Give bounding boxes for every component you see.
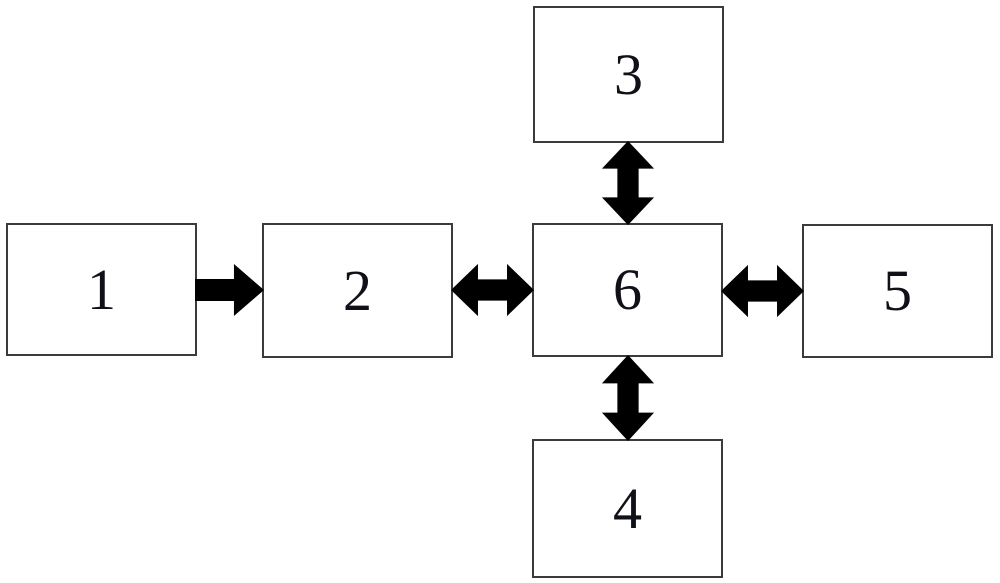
block-5-label: 5: [883, 258, 912, 323]
arrow-2-to-6-icon: [451, 262, 534, 318]
arrow-6-to-5-icon: [721, 263, 804, 319]
block-1-label: 1: [87, 256, 116, 322]
block-6-label: 6: [613, 257, 642, 322]
block-5[interactable]: 5: [802, 224, 993, 358]
arrow-1-to-2-icon: [195, 262, 264, 318]
block-6[interactable]: 6: [532, 223, 723, 357]
block-1[interactable]: 1: [6, 223, 197, 356]
block-4[interactable]: 4: [532, 439, 723, 578]
block-2[interactable]: 2: [262, 223, 453, 358]
block-4-label: 4: [613, 475, 642, 541]
arrow-6-to-4-icon: [600, 355, 656, 441]
block-3-label: 3: [614, 41, 643, 107]
block-3[interactable]: 3: [533, 6, 724, 143]
block-2-label: 2: [343, 257, 372, 323]
arrow-3-to-6-icon: [600, 141, 656, 225]
